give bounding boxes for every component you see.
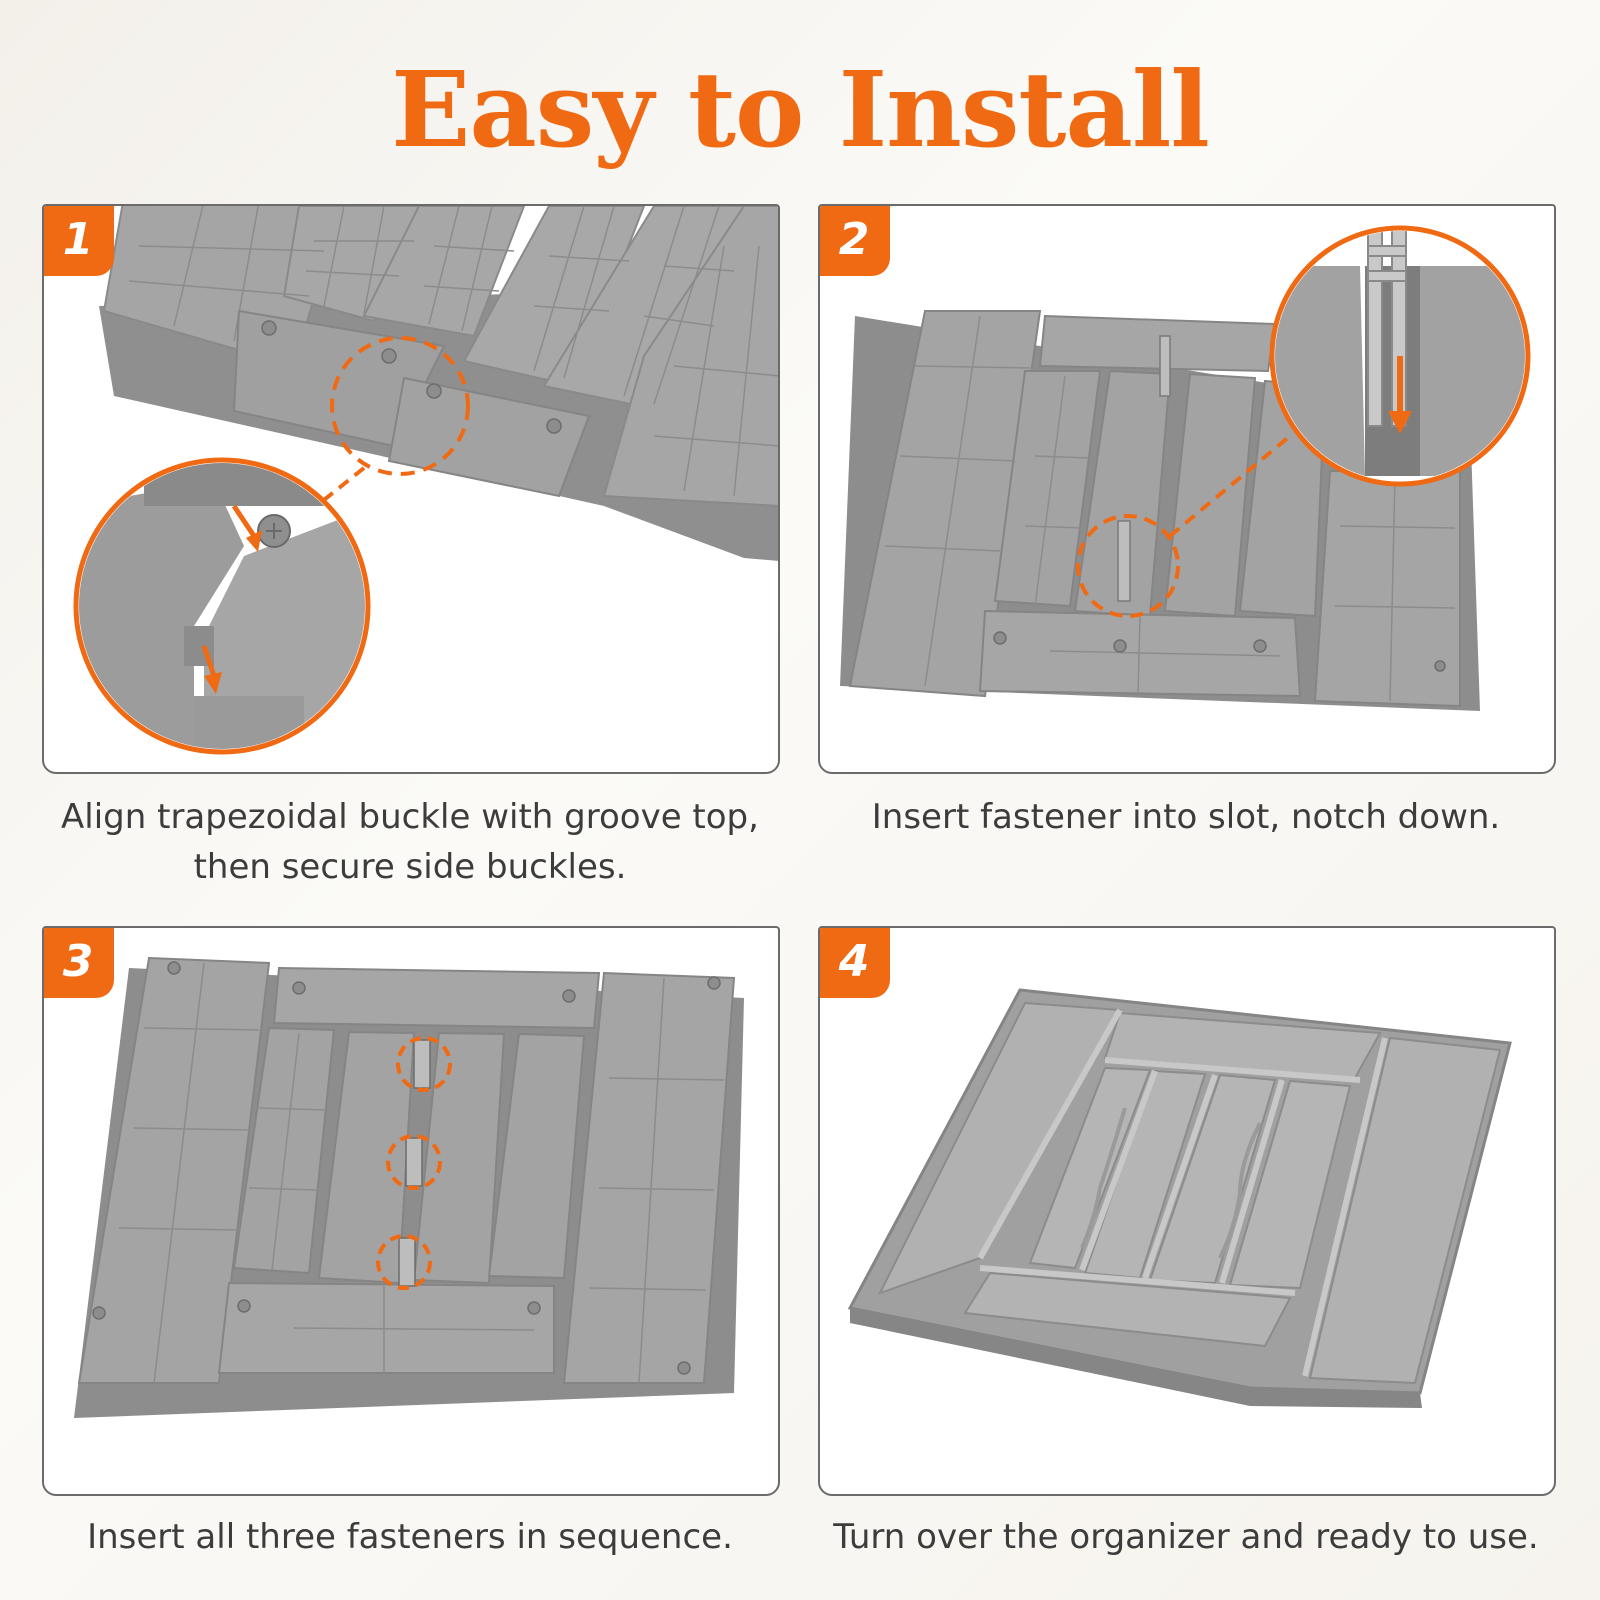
step-2-illustration bbox=[840, 225, 1531, 711]
step-1-caption: Align trapezoidal buckle with groove top… bbox=[61, 797, 759, 887]
step-1-panel: 1 bbox=[42, 204, 780, 774]
step-4-illustration bbox=[847, 988, 1512, 1408]
step-4-badge: 4 bbox=[820, 928, 890, 998]
step-1-badge: 1 bbox=[44, 206, 114, 276]
step-3-caption: Insert all three fasteners in sequence. bbox=[87, 1517, 733, 1557]
step-2-caption: Insert fastener into slot, notch down. bbox=[871, 797, 1501, 837]
step-1-illustration bbox=[73, 206, 778, 755]
step-4-panel: 4 bbox=[818, 926, 1556, 1496]
step-3-illustration bbox=[74, 956, 744, 1418]
page-title: Easy to Install bbox=[391, 48, 1210, 171]
step-3-badge: 3 bbox=[44, 928, 114, 998]
step-3-panel: 3 bbox=[42, 926, 780, 1496]
step-2-badge: 2 bbox=[820, 206, 890, 276]
step-2-panel: 2 bbox=[818, 204, 1556, 774]
step-4-caption: Turn over the organizer and ready to use… bbox=[833, 1517, 1539, 1557]
